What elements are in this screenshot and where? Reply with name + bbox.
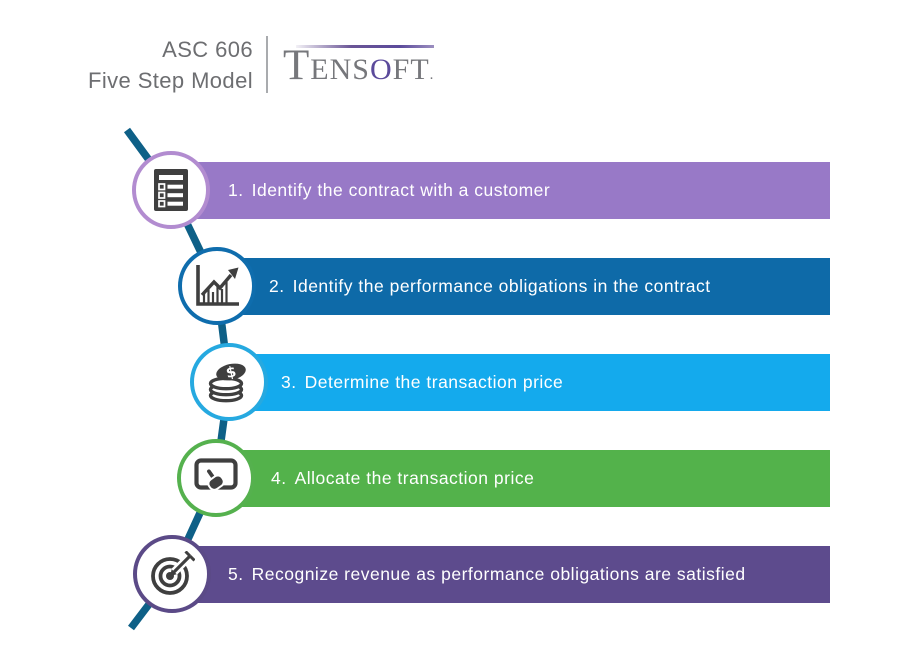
tensoft-logo: TENSOFT. <box>283 41 443 94</box>
touch-screen-icon <box>194 458 238 491</box>
step-number: 5. <box>228 564 244 584</box>
checklist-icon <box>154 169 188 211</box>
step-number: 3. <box>281 372 297 392</box>
step-4-circle <box>177 439 255 517</box>
step-2-bar: 2. Identify the performance obligations … <box>236 258 830 315</box>
logo-letter-t: T <box>283 42 311 89</box>
step-4-bar: 4. Allocate the transaction price <box>236 450 830 507</box>
step-5-circle <box>133 535 211 613</box>
logo-text: TENSOFT. <box>283 44 443 94</box>
step-3-circle: $ <box>190 343 268 421</box>
step-3-bar: 3. Determine the transaction price <box>249 354 830 411</box>
svg-text:$: $ <box>225 364 238 382</box>
logo-mark: . <box>429 67 435 83</box>
step-1-bar: 1. Identify the contract with a customer <box>190 162 830 219</box>
logo-accent-line <box>296 45 434 48</box>
step-label: Allocate the transaction price <box>294 468 535 488</box>
step-5-bar: 5. Recognize revenue as performance obli… <box>190 546 830 603</box>
header-divider <box>266 36 268 93</box>
logo-letter-o: O <box>369 53 393 86</box>
logo-letters-ft: FT <box>392 53 430 86</box>
page-title: ASC 606 Five Step Model <box>40 34 253 96</box>
step-number: 4. <box>271 468 287 488</box>
step-number: 1. <box>228 180 244 200</box>
growth-chart-icon <box>196 265 239 306</box>
target-icon <box>151 551 195 595</box>
title-line-2: Five Step Model <box>88 68 253 93</box>
step-label: Determine the transaction price <box>304 372 564 392</box>
coins-icon: $ <box>208 363 246 403</box>
logo-letters-ens: ENS <box>310 53 370 86</box>
step-label: Identify the contract with a customer <box>251 180 551 200</box>
title-line-1: ASC 606 <box>162 37 253 62</box>
step-number: 2. <box>269 276 285 296</box>
step-2-circle <box>178 247 256 325</box>
step-1-circle <box>132 151 210 229</box>
step-label: Identify the performance obligations in … <box>292 276 711 296</box>
step-label: Recognize revenue as performance obligat… <box>251 564 746 584</box>
